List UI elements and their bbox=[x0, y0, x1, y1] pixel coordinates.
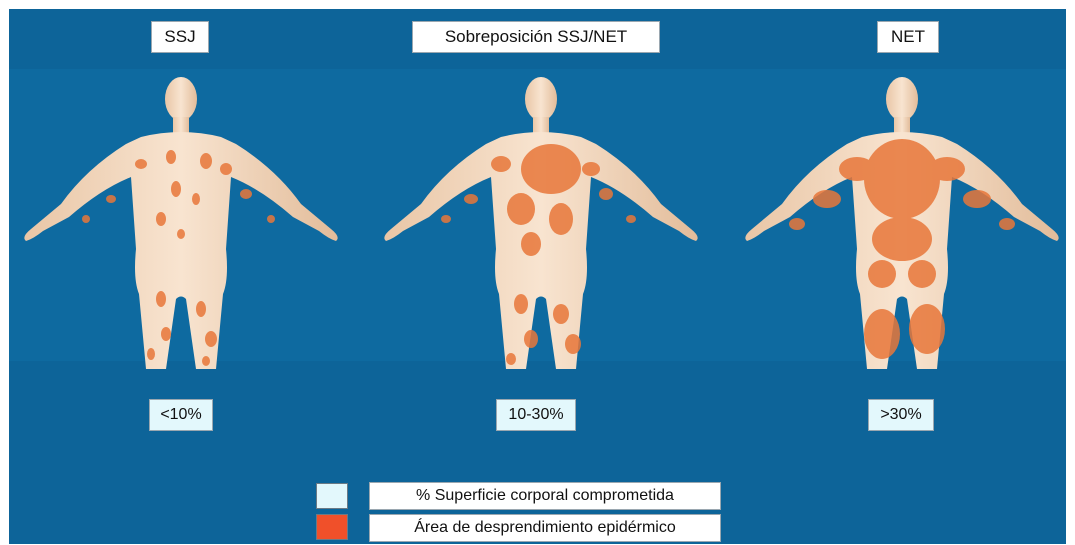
body-silhouette bbox=[384, 77, 697, 369]
legend-label-surface: % Superficie corporal comprometida bbox=[369, 482, 721, 510]
percentage-overlap: 10-30% bbox=[496, 399, 576, 431]
legend-label-detachment: Área de desprendimiento epidérmico bbox=[369, 514, 721, 542]
percentage-ssj: <10% bbox=[149, 399, 213, 431]
body-figure-ssj bbox=[9, 69, 361, 369]
title-net: NET bbox=[877, 21, 939, 53]
body-silhouette bbox=[24, 77, 337, 369]
legend-swatch-surface bbox=[316, 483, 348, 509]
body-figure-overlap bbox=[361, 69, 721, 369]
title-overlap: Sobreposición SSJ/NET bbox=[412, 21, 660, 53]
diagram-panel: SSJ Sobreposición SSJ/NET NET bbox=[9, 9, 1066, 544]
percentage-net: >30% bbox=[868, 399, 934, 431]
title-ssj: SSJ bbox=[151, 21, 209, 53]
legend-swatch-detachment bbox=[316, 514, 348, 540]
body-figure-net bbox=[722, 69, 1066, 369]
